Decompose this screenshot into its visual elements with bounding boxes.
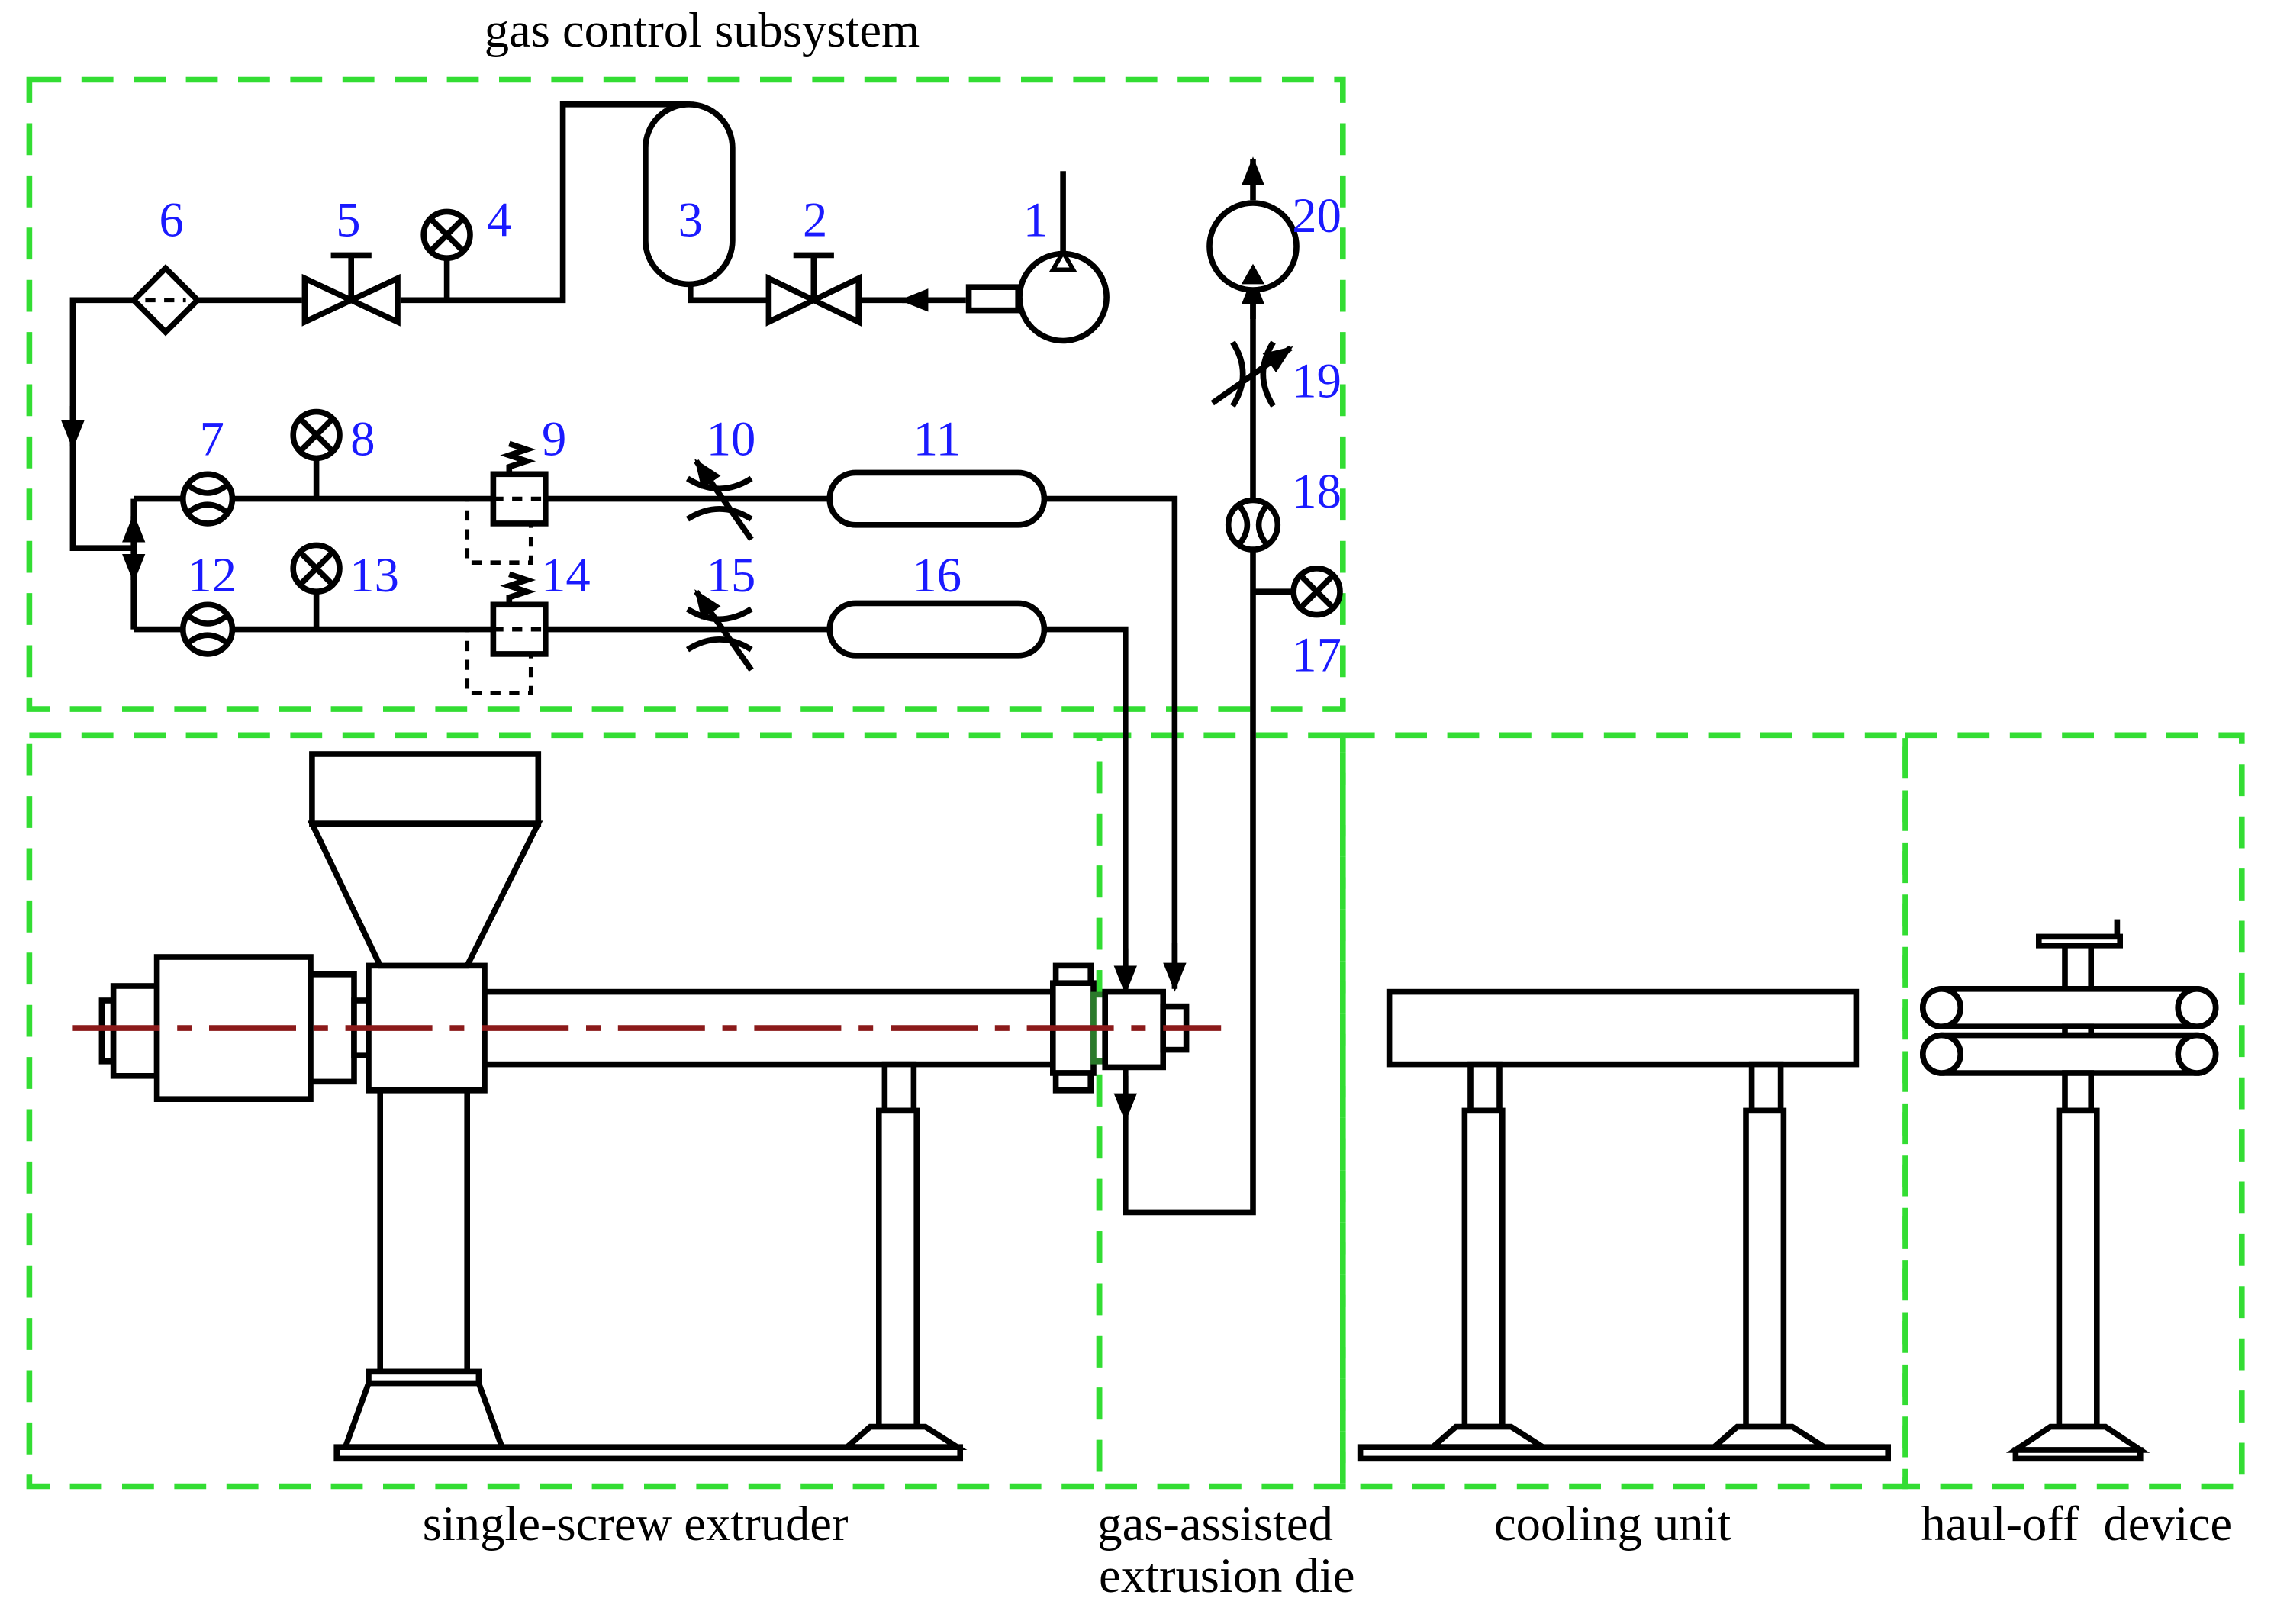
die-title-line2: extrusion die xyxy=(1099,1548,1354,1603)
gas-control-title: gas control subsystem xyxy=(485,2,920,57)
filter-icon xyxy=(129,264,202,337)
flowmeter-7-icon xyxy=(180,471,236,527)
label-2: 2 xyxy=(803,192,827,247)
branch-manifold xyxy=(122,495,183,633)
label-7: 7 xyxy=(200,411,224,466)
haul-off-title: haul-off device xyxy=(1921,1496,2232,1551)
extrusion-die xyxy=(1090,988,1190,1071)
label-12: 12 xyxy=(188,547,237,602)
gas-control-region-box xyxy=(26,76,1346,712)
label-20: 20 xyxy=(1292,188,1342,243)
return-line xyxy=(1113,156,1294,1216)
extruder-machine xyxy=(98,751,1097,1462)
pressure-gauge-8-icon xyxy=(290,408,343,499)
label-8: 8 xyxy=(350,411,375,466)
valve-5-icon xyxy=(301,252,401,327)
label-16: 16 xyxy=(913,547,962,602)
cooling-region-box xyxy=(1340,732,1908,1490)
label-1: 1 xyxy=(1023,192,1048,247)
label-4: 4 xyxy=(487,192,511,247)
cooling-title: cooling unit xyxy=(1494,1496,1731,1551)
extruder-title: single-screw extruder xyxy=(423,1496,849,1551)
label-3: 3 xyxy=(678,192,703,247)
label-19: 19 xyxy=(1292,353,1342,408)
label-9: 9 xyxy=(542,411,566,466)
throttle-valve-15-icon xyxy=(685,589,754,672)
throttle-valve-19-icon xyxy=(1210,340,1293,408)
pressure-gauge-4-icon xyxy=(420,208,473,301)
flowmeter-18-icon xyxy=(1225,497,1281,553)
die-title-line1: gas-assisted xyxy=(1097,1496,1333,1551)
label-5: 5 xyxy=(336,192,360,247)
branch-line-1 xyxy=(232,495,1187,992)
supply-line xyxy=(61,102,966,551)
label-15: 15 xyxy=(707,547,756,602)
label-13: 13 xyxy=(349,547,399,602)
label-10: 10 xyxy=(707,411,756,466)
label-6: 6 xyxy=(159,192,183,247)
compressor-icon xyxy=(965,171,1110,344)
die-region-box xyxy=(1096,732,1346,1490)
label-14: 14 xyxy=(541,547,591,602)
label-18: 18 xyxy=(1292,463,1342,518)
label-11: 11 xyxy=(913,411,961,466)
cooling-tank xyxy=(1357,988,1891,1462)
branch-line-2 xyxy=(232,626,1137,995)
pressure-regulator-14-icon xyxy=(465,571,549,696)
gas-tank-icon xyxy=(643,102,736,288)
flowmeter-12-icon xyxy=(180,601,236,657)
heater-11-icon xyxy=(826,469,1048,528)
label-17: 17 xyxy=(1292,627,1342,682)
haul-off-machine xyxy=(1920,919,2219,1462)
extruder-region-box xyxy=(26,732,1103,1490)
pressure-gauge-17-icon xyxy=(1290,565,1343,618)
pressure-regulator-9-icon xyxy=(465,440,549,566)
heater-16-icon xyxy=(826,600,1048,659)
haul-off-region-box xyxy=(1902,732,2245,1490)
vacuum-pump-icon xyxy=(1206,200,1300,293)
valve-2-icon xyxy=(765,252,862,327)
throttle-valve-10-icon xyxy=(685,459,754,541)
pressure-gauge-13-icon xyxy=(290,542,343,630)
